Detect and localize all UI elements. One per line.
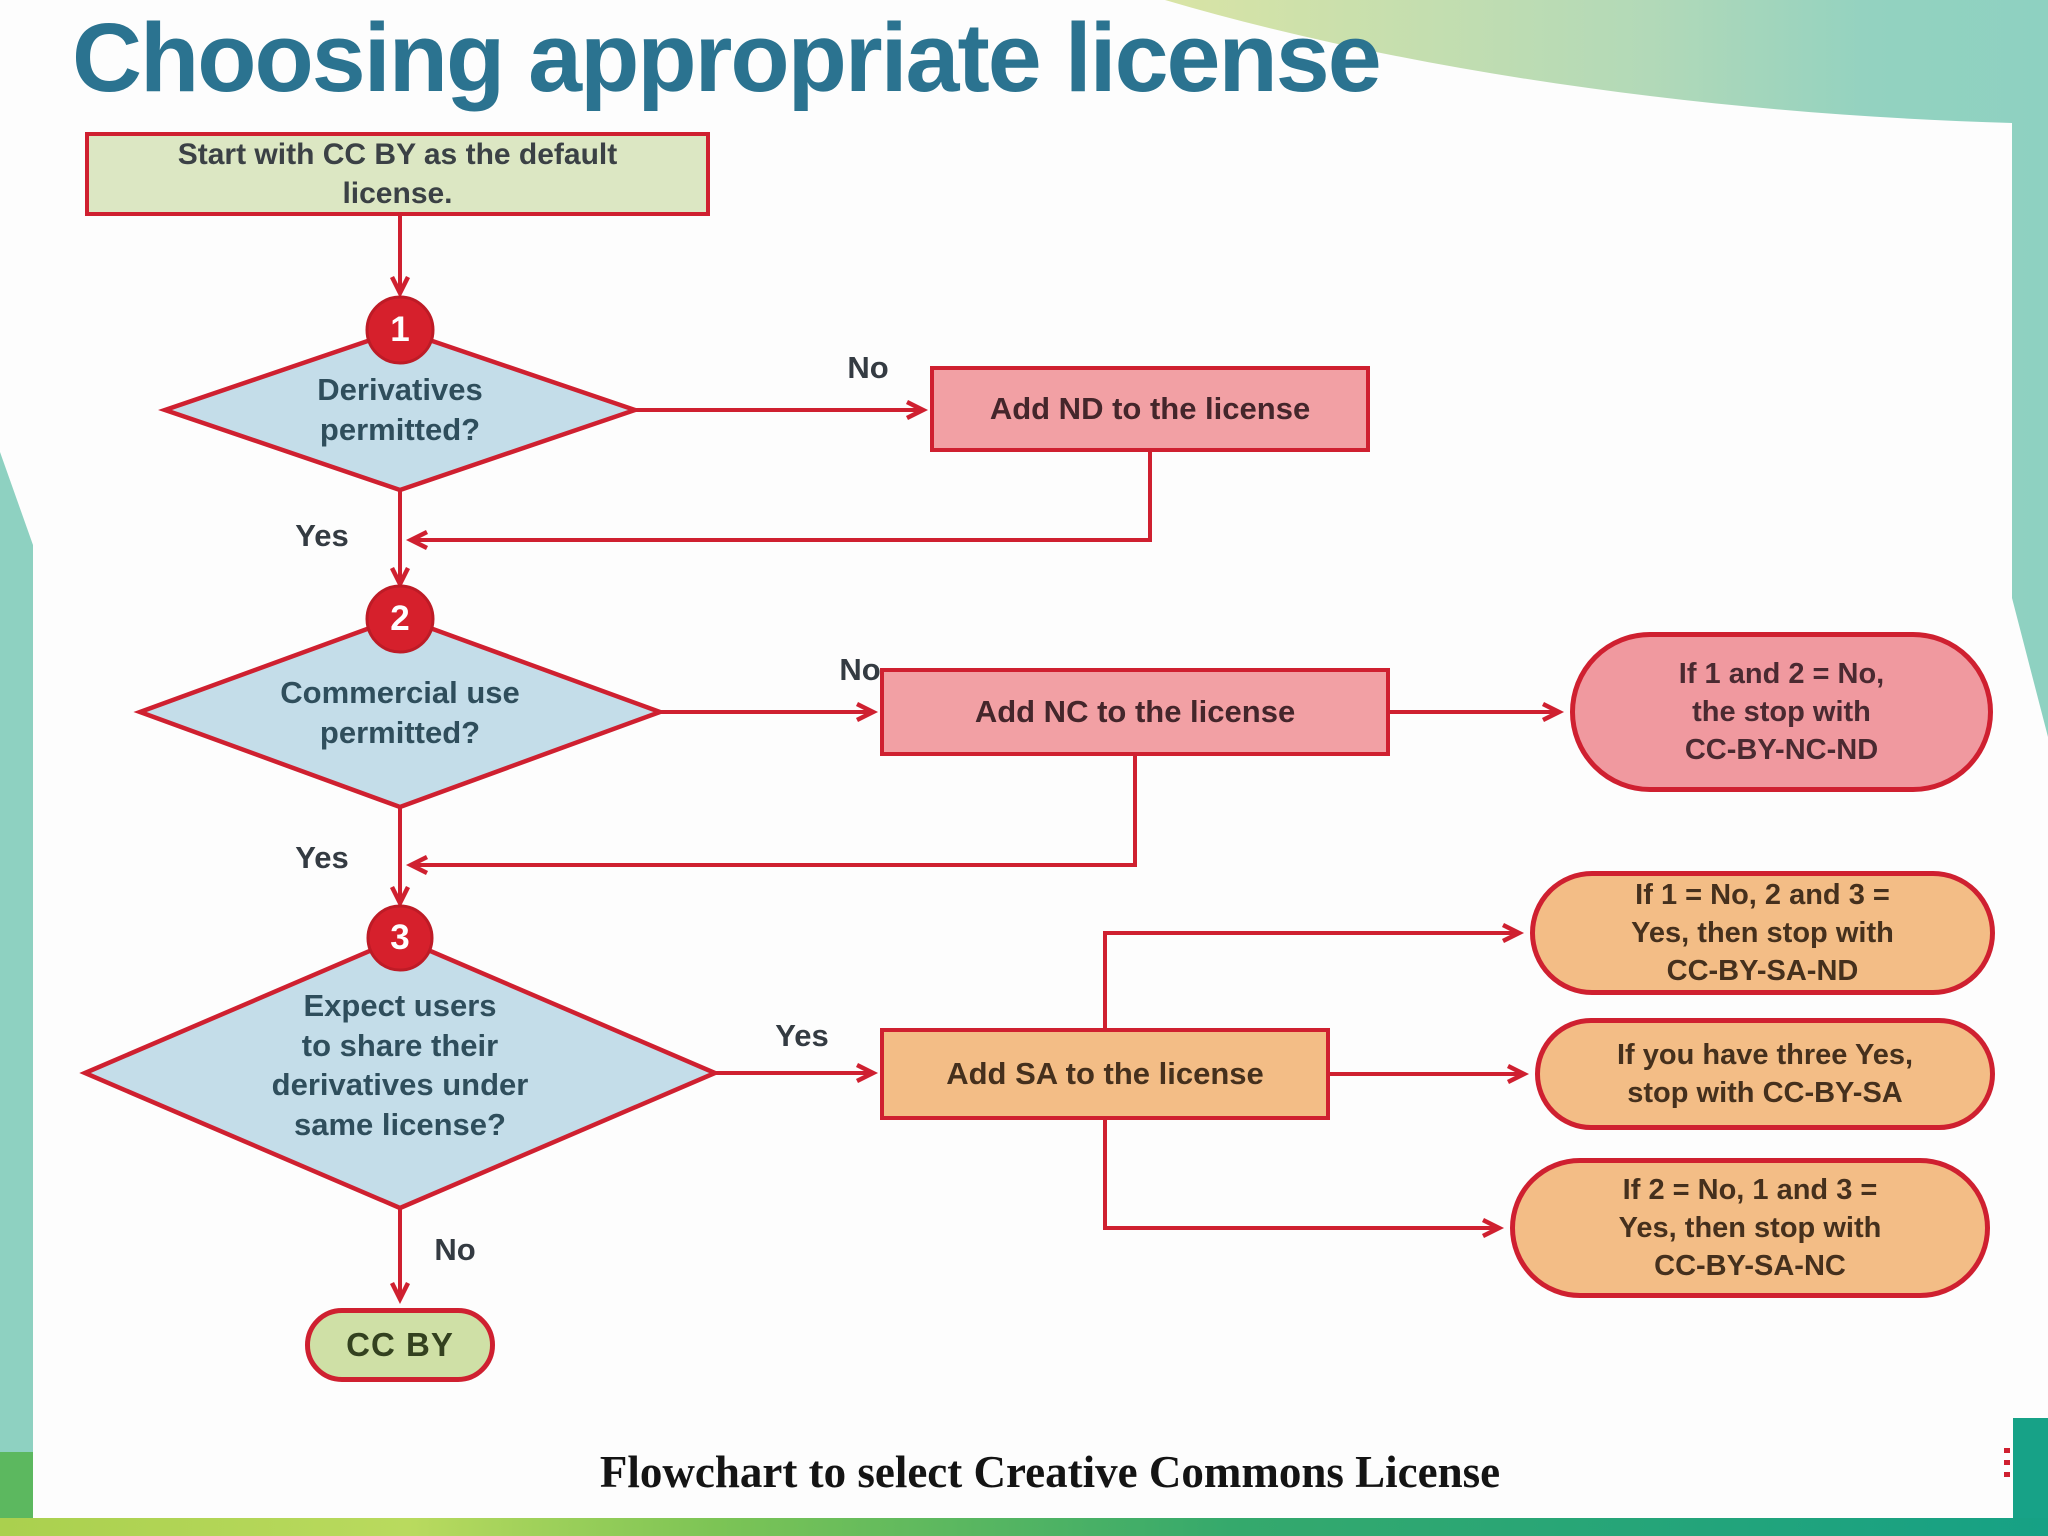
decision-1-question: Derivatives permitted?	[220, 370, 580, 449]
left-edge-band	[0, 452, 33, 1536]
line-nd-return-to-spine	[405, 452, 1152, 551]
branch-label-yes-1: Yes	[295, 518, 349, 553]
question-line: derivatives under	[271, 1067, 529, 1103]
line-nc-return-to-spine	[405, 756, 1137, 876]
decision-1-number: 1	[390, 310, 410, 349]
branch-label-no-3: No	[434, 1232, 476, 1267]
page-title: Choosing appropriate license	[72, 3, 1382, 112]
outcome-line: stop with CC-BY-SA	[1627, 1077, 1903, 1109]
start-line: license.	[342, 177, 453, 210]
branch-label-no-1: No	[847, 350, 889, 385]
outcome-line: CC-BY-NC-ND	[1684, 734, 1879, 767]
question-line: permitted?	[319, 714, 481, 750]
bottom-gradient-bar	[0, 1518, 2048, 1536]
top-right-swoosh	[1165, 0, 2048, 737]
outcome-line: the stop with	[1692, 695, 1871, 728]
outcome-line: If 1 = No, 2 and 3 =	[1635, 878, 1890, 911]
terminal-cc-by: CC BY	[305, 1308, 495, 1382]
outcome-line: CC-BY-SA-ND	[1666, 955, 1859, 988]
branch-label-yes-3: Yes	[775, 1018, 829, 1053]
bottom-right-block	[2013, 1418, 2048, 1536]
decision-3-badge-circle	[366, 904, 434, 972]
start-node: Start with CC BY as the default license.	[85, 132, 710, 216]
question-line: same license?	[294, 1107, 506, 1143]
decision-1-diamond	[158, 327, 642, 493]
action-add-nd: Add ND to the license	[930, 366, 1370, 452]
outcome-line: If you have three Yes,	[1616, 1038, 1914, 1071]
outcome-line: If 2 = No, 1 and 3 =	[1622, 1173, 1878, 1206]
decision-2-badge-circle	[365, 584, 435, 654]
decision-2-question: Commercial use permitted?	[200, 673, 600, 752]
outcome-line: CC-BY-SA-NC	[1654, 1250, 1846, 1283]
outcome-line: If 1 and 2 = No,	[1678, 657, 1885, 690]
outcome-cc-by-sa-nd: If 1 = No, 2 and 3 = Yes, then stop with…	[1530, 871, 1995, 995]
decision-2-diamond	[133, 614, 667, 810]
question-line: Commercial use	[280, 675, 520, 710]
question-line: permitted?	[319, 411, 481, 447]
branch-label-yes-2: Yes	[295, 840, 349, 875]
decision-3-number: 3	[390, 918, 410, 957]
decision-2-number: 2	[390, 599, 410, 638]
outcome-line: Yes, then stop with	[1631, 916, 1894, 949]
decision-3-question: Expect users to share their derivatives …	[180, 986, 620, 1145]
question-line: Expect users	[303, 988, 497, 1023]
arrow-sa-to-ccbysanc	[1103, 1120, 1505, 1239]
decision-1-badge-circle	[365, 295, 435, 365]
outcome-cc-by-nc-nd: If 1 and 2 = No, the stop with CC-BY-NC-…	[1570, 632, 1993, 792]
outcome-line: Yes, then stop with	[1618, 1211, 1882, 1244]
action-add-nc: Add NC to the license	[880, 668, 1390, 756]
arrow-sa-to-ccbysand	[1103, 922, 1525, 1028]
outcome-cc-by-sa-nc: If 2 = No, 1 and 3 = Yes, then stop with…	[1510, 1158, 1990, 1298]
outcome-cc-by-sa: If you have three Yes, stop with CC-BY-S…	[1535, 1018, 1995, 1130]
slide-edge-artifact	[2004, 1448, 2010, 1477]
figure-caption: Flowchart to select Creative Commons Lic…	[599, 1447, 1501, 1497]
decision-3-diamond	[79, 935, 721, 1211]
start-line: Start with CC BY as the default	[177, 138, 618, 171]
question-line: Derivatives	[317, 372, 483, 407]
branch-label-no-2: No	[839, 652, 881, 687]
question-line: to share their	[301, 1027, 499, 1063]
action-add-sa: Add SA to the license	[880, 1028, 1330, 1120]
